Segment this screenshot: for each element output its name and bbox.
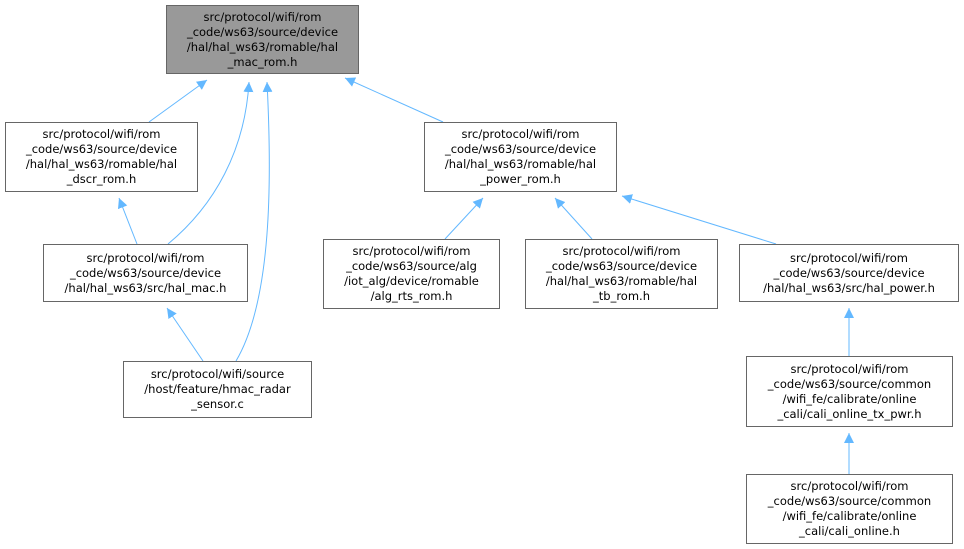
- node-label-line: src/protocol/wifi/rom: [42, 127, 161, 141]
- node-label-line: src/protocol/wifi/rom: [790, 361, 909, 376]
- node-hal-power-rom-h[interactable]: src/protocol/wifi/rom _code/ws63/source/…: [424, 122, 617, 192]
- edge-tb_rom-to-power_rom: [554, 197, 593, 240]
- node-label-line: _code/ws63/source/common: [767, 376, 932, 391]
- node-hal-mac-h[interactable]: src/protocol/wifi/rom _code/ws63/source/…: [43, 244, 248, 302]
- node-label-line: /wifi_fe/calibrate/online: [782, 391, 917, 406]
- node-label-line: _code/ws63/source/device: [545, 259, 698, 273]
- node-label-line: /hal/hal_ws63/src/hal_power.h: [763, 280, 935, 295]
- node-label-line: _sensor.c: [191, 397, 244, 411]
- node-label-line: _cali/cali_online.h: [799, 524, 900, 538]
- node-label-line: /wifi_fe/calibrate/online: [782, 509, 917, 523]
- node-label-line: /iot_alg/device/romable: [344, 274, 479, 288]
- node-label-line: src/protocol/wifi/rom: [203, 9, 322, 24]
- node-hal-mac-rom-h[interactable]: src/protocol/wifi/rom _code/ws63/source/…: [166, 5, 359, 74]
- edge-hal_mac-to-root: [167, 81, 254, 245]
- node-label-line: _code/ws63/source/device: [69, 265, 222, 280]
- edge-power_rom-to-root: [344, 77, 444, 123]
- node-label-line: _code/ws63/source/device: [186, 24, 339, 39]
- node-label-line: src/protocol/wifi/rom: [352, 244, 471, 258]
- node-hal-power-h[interactable]: src/protocol/wifi/rom _code/ws63/source/…: [739, 244, 959, 302]
- node-label-line: _cali/cali_online_tx_pwr.h: [777, 406, 922, 421]
- node-label-line: src/protocol/wifi/rom: [86, 250, 205, 265]
- node-label-line: /hal/hal_ws63/romable/hal: [545, 274, 698, 288]
- node-label-line: _code/ws63/source/device: [444, 142, 597, 156]
- edge-hmac_radar-to-hal_mac: [166, 307, 204, 362]
- node-label-line: _tb_rom.h: [593, 289, 650, 303]
- edge-hal_power-to-power_rom: [621, 194, 777, 245]
- node-label-line: /host/feature/hmac_radar: [144, 382, 291, 396]
- node-cali-online-tx-pwr-h[interactable]: src/protocol/wifi/rom _code/ws63/source/…: [746, 356, 953, 427]
- edge-hal_mac-to-dscr: [117, 197, 138, 245]
- node-label-line: src/protocol/wifi/rom: [461, 127, 580, 141]
- node-alg-rts-rom-h[interactable]: src/protocol/wifi/rom _code/ws63/source/…: [323, 239, 500, 309]
- node-label-line: _code/ws63/source/device: [25, 142, 178, 156]
- node-label-line: src/protocol/wifi/source: [150, 367, 285, 381]
- node-label-line: /hal/hal_ws63/romable/hal: [186, 39, 339, 54]
- node-label-line: /hal/hal_ws63/src/hal_mac.h: [64, 280, 227, 295]
- node-label-line: src/protocol/wifi/rom: [790, 479, 909, 493]
- node-cali-online-h[interactable]: src/protocol/wifi/rom _code/ws63/source/…: [746, 474, 953, 544]
- node-label-line: /alg_rts_rom.h: [370, 289, 453, 303]
- node-hmac-radar-sensor-c[interactable]: src/protocol/wifi/source /host/feature/h…: [123, 361, 312, 418]
- node-label-line: _code/ws63/source/common: [767, 494, 932, 508]
- node-label-line: /hal/hal_ws63/romable/hal: [444, 157, 597, 171]
- node-hal-tb-rom-h[interactable]: src/protocol/wifi/rom _code/ws63/source/…: [525, 239, 718, 309]
- node-label-line: _code/ws63/source/device: [773, 265, 925, 280]
- node-label-line: _mac_rom.h: [227, 54, 298, 69]
- node-label-line: src/protocol/wifi/rom: [562, 244, 681, 258]
- node-label-line: _code/ws63/source/alg: [346, 259, 477, 273]
- node-label-line: /hal/hal_ws63/romable/hal: [25, 157, 178, 171]
- node-label-line: _power_rom.h: [480, 172, 561, 186]
- node-hal-dscr-rom-h[interactable]: src/protocol/wifi/rom _code/ws63/source/…: [5, 122, 198, 192]
- edge-alg_rts-to-power_rom: [444, 197, 484, 240]
- node-label-line: _dscr_rom.h: [66, 172, 137, 186]
- edge-dscr-to-root: [148, 79, 208, 123]
- node-label-line: src/protocol/wifi/rom: [790, 250, 908, 265]
- edge-hmac_radar-to-root: [235, 81, 273, 362]
